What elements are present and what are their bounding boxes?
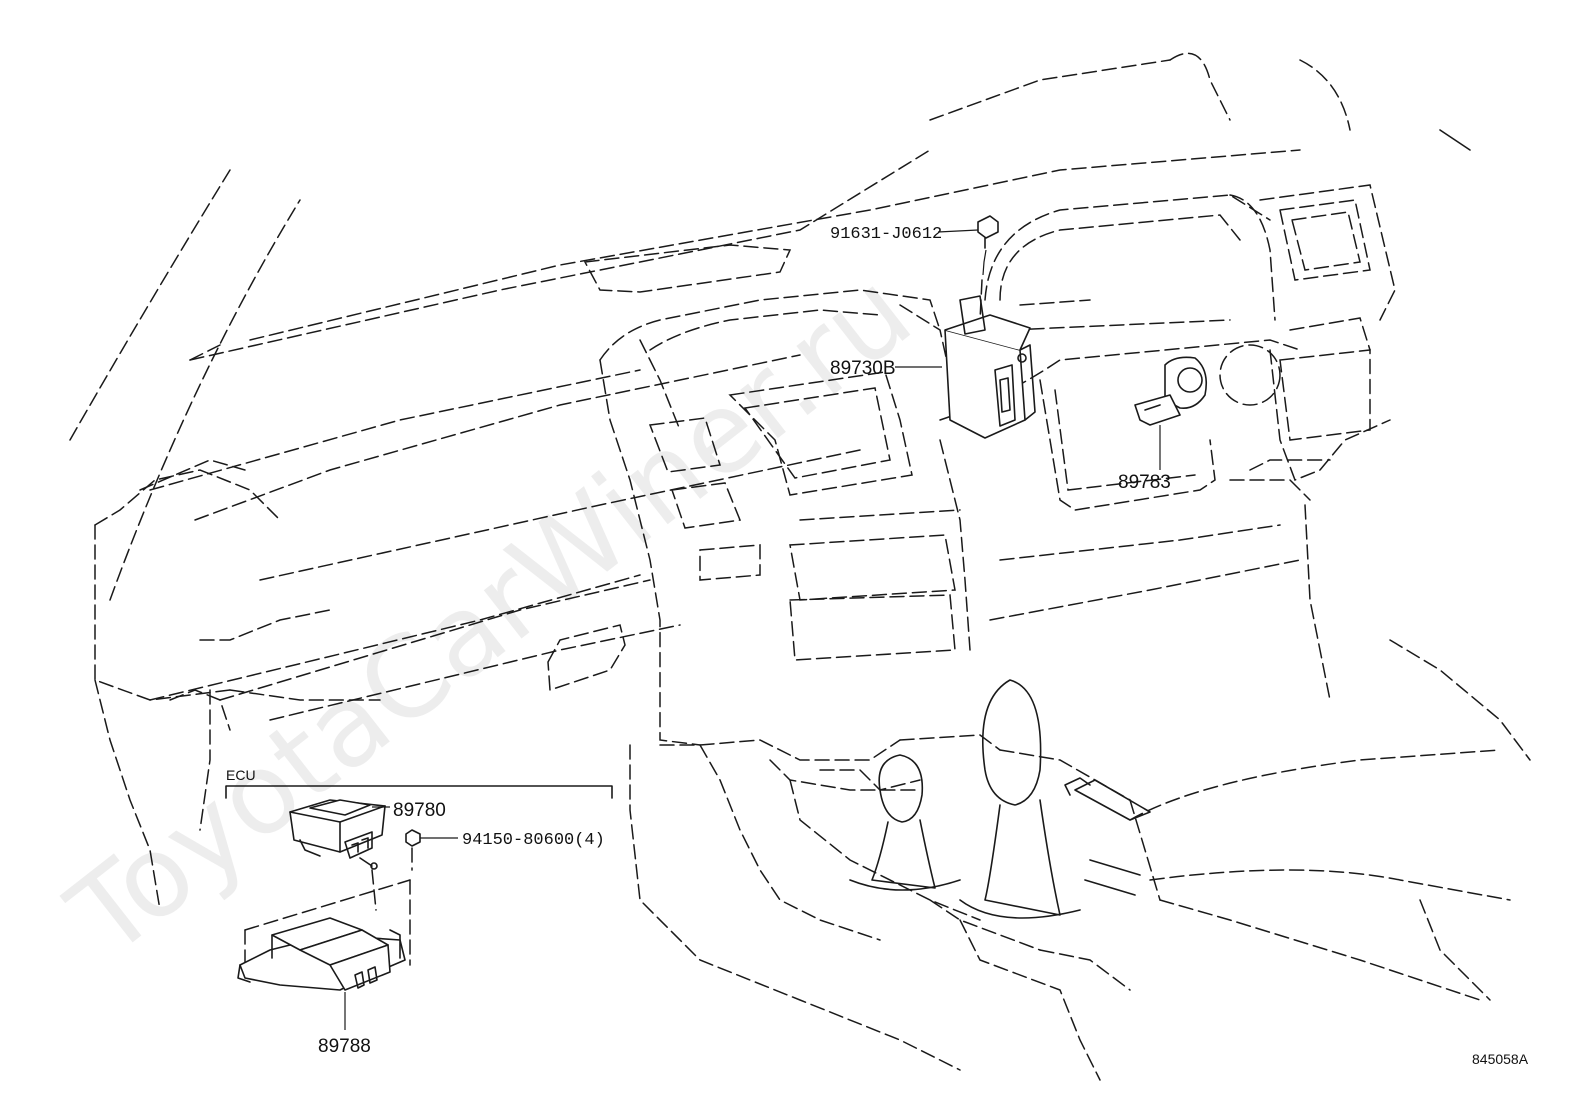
key-cylinder-part-number[interactable]: 89783 <box>1118 472 1171 493</box>
nut-part-number[interactable]: 94150-80600(4) <box>462 831 605 850</box>
dashboard-outline <box>69 52 1531 1081</box>
parking-brake-icon <box>1064 777 1151 896</box>
screw-part-number[interactable]: 91631-J0612 <box>830 225 942 244</box>
nut-part[interactable] <box>405 829 421 847</box>
bracket-part-number[interactable]: 89788 <box>318 1036 371 1057</box>
watermark: ToyotaCarWiner.ru <box>46 247 935 982</box>
bracket-part[interactable] <box>237 917 406 991</box>
shift-lever-icon <box>959 679 1081 919</box>
screw-leader <box>937 229 979 233</box>
transfer-lever-icon <box>849 754 961 891</box>
ecu-group-label: ECU <box>226 767 256 783</box>
module-part[interactable] <box>944 295 1036 439</box>
module-part-number[interactable]: 89730B <box>830 358 896 379</box>
ecu-group-bracket <box>225 785 613 799</box>
key-cylinder-part[interactable] <box>1134 356 1208 426</box>
figure-code: 845058A <box>1472 1051 1529 1067</box>
ecu-part[interactable] <box>289 799 386 870</box>
ecu-part-number[interactable]: 89780 <box>393 800 446 821</box>
